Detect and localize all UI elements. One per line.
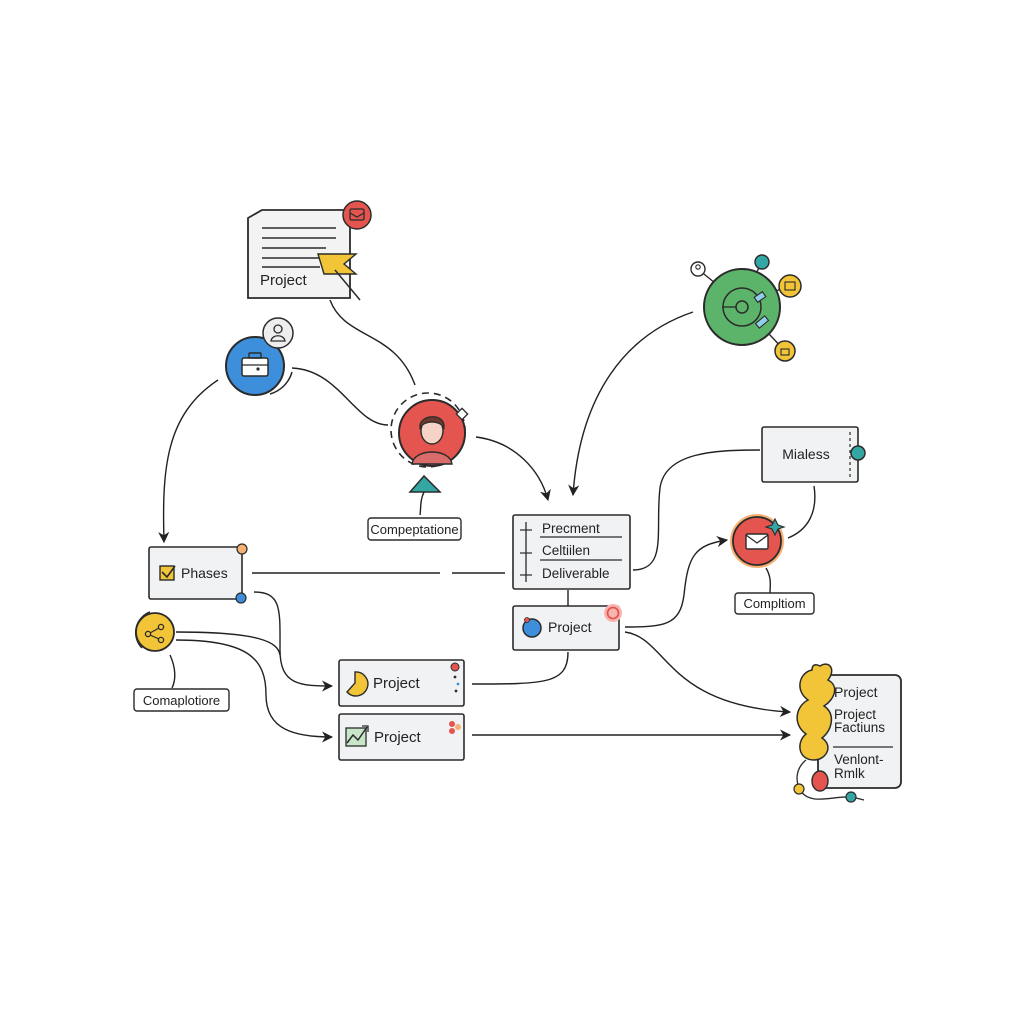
up-arrow-icon [408, 474, 442, 493]
edge-center-project-to-mail [624, 536, 729, 628]
edge-center-box-to-milestones [632, 449, 761, 571]
card-line-1: Project [834, 684, 878, 700]
envelope-icon [745, 533, 769, 550]
pin-small-icon [754, 254, 770, 270]
blob-figure-icon [793, 663, 865, 803]
edge-center-project-to-project-a [471, 651, 569, 685]
edge-phases-to-project-a [253, 591, 334, 692]
milestones-label: Mialess [782, 446, 829, 462]
sparkle-icon [455, 407, 469, 421]
flag-icon [317, 253, 361, 301]
phases-port-bottom [235, 592, 247, 604]
network-target-icon [722, 287, 770, 329]
tag-compltiom[interactable]: Compltiom [734, 592, 815, 615]
card-line-5: Rmlk [834, 766, 865, 781]
alert-badge-icon [604, 604, 622, 622]
phases-label: Phases [181, 565, 228, 581]
deliverable-line-3: Deliverable [542, 566, 610, 581]
deliverable-list-node[interactable]: Precment Celtiilen Deliverable [512, 514, 631, 590]
edge-milestones-to-mail [787, 485, 816, 539]
briefcase-icon [241, 352, 269, 377]
document-project-node[interactable]: Project [247, 200, 372, 301]
project-b-label: Project [374, 729, 422, 746]
edge-briefcase-to-phases [158, 379, 219, 544]
project-factions-card[interactable]: Project Project Factiuns Venlont- Rmlk [793, 663, 902, 803]
line-chart-icon [345, 725, 369, 747]
project-a-label: Project [373, 675, 421, 692]
deliverable-line-1: Precment [542, 521, 600, 536]
tag-comaplotiore-label: Comaplotiore [143, 693, 220, 708]
center-project-node[interactable]: Project [512, 604, 622, 651]
milestones-node[interactable]: Mialess [761, 426, 866, 483]
person-avatar-icon [411, 416, 453, 465]
checkbox-icon [159, 565, 176, 581]
mail-node[interactable] [730, 514, 786, 568]
briefcase-node[interactable] [225, 317, 294, 396]
edge-share-to-left-tag [169, 654, 176, 689]
sparkle-icon [764, 517, 786, 537]
project-b-node[interactable]: Project [338, 713, 465, 761]
tag-compltiom-label: Compltiom [743, 596, 805, 611]
phases-node[interactable]: Phases [148, 543, 248, 604]
project-a-node[interactable]: Project [338, 659, 465, 707]
edge-doc-to-avatar [329, 299, 416, 386]
tag-compeptatione-label: Compeptatione [370, 522, 458, 537]
share-nodes-icon [144, 623, 165, 644]
center-project-label: Project [548, 619, 592, 635]
card-line-4: Venlont- [834, 752, 884, 767]
document-project-label: Project [260, 272, 308, 289]
lock-small-icon [774, 340, 796, 362]
connectors [158, 299, 816, 743]
edge-avatar-to-center-box [475, 436, 551, 502]
edge-center-project-to-right-card [624, 631, 792, 718]
user-badge-icon [262, 317, 294, 349]
deliverable-line-2: Celtiilen [542, 543, 590, 558]
share-node[interactable] [134, 611, 175, 652]
network-hub-node[interactable] [690, 254, 802, 362]
avatar-node[interactable] [390, 392, 469, 468]
tag-comaplotiore[interactable]: Comaplotiore [133, 688, 230, 712]
edge-hub-to-center-box [568, 311, 694, 497]
user-small-icon [690, 261, 706, 277]
globe-icon [522, 618, 542, 638]
pie-chart-icon [346, 671, 369, 697]
phases-port-top [236, 543, 248, 555]
edge-briefcase-to-avatar [291, 367, 389, 426]
edge-arrow-to-center-tag [419, 491, 425, 516]
edge-mail-to-right-tag [765, 567, 772, 594]
edge-share-to-project-b [175, 639, 334, 743]
edge-share-to-project-a [175, 631, 281, 656]
tag-compeptatione[interactable]: Compeptatione [367, 517, 462, 541]
milestones-port [850, 445, 866, 461]
card-line-3: Factiuns [834, 720, 885, 735]
inbox-badge-icon [342, 200, 372, 230]
folder-small-icon [778, 274, 802, 298]
card-line-2: Project [834, 707, 876, 722]
